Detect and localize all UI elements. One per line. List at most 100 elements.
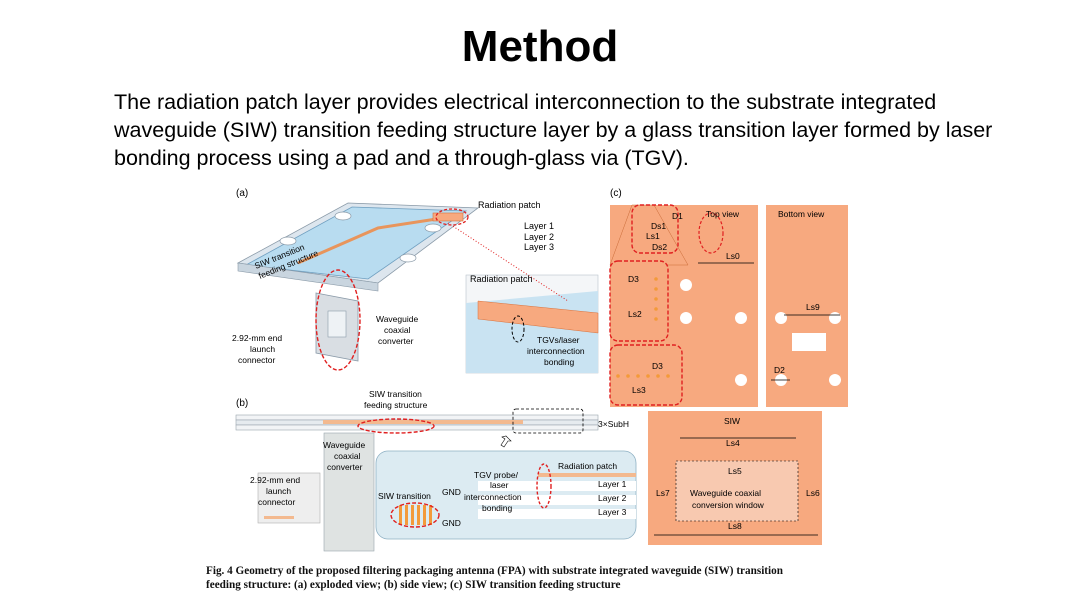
zoom-layer: [478, 509, 636, 519]
waveguide-highlight: [315, 269, 361, 371]
siw-feed-line: [297, 216, 444, 265]
caption-line2: feeding structure: (a) exploded view; (b…: [206, 579, 621, 591]
panel-c-siw-structure: (c) D1 Ds1 Ls1 Ds2 Top view Ls0 D3 Ls2 D…: [609, 188, 848, 545]
zoom-tgv-highlight: [390, 502, 440, 528]
d3-top-label: D3: [628, 274, 639, 284]
connector-label-line2: launch: [250, 344, 275, 354]
side-waveguide-column: [323, 432, 375, 552]
tgv-label-line3: bonding: [544, 357, 575, 367]
tgv-probe-label-line3: interconnection: [464, 492, 522, 502]
figure-caption: Fig. 4 Geometry of the proposed filterin…: [206, 564, 906, 592]
plate-edge: [237, 262, 379, 292]
connector-label-line1: 2.92-mm end: [232, 333, 282, 343]
ls9-label: Ls9: [806, 302, 820, 312]
bottom-view-board: [766, 205, 848, 407]
layer3-label: Layer 3: [524, 242, 554, 252]
zoom-layer: [478, 481, 636, 491]
panel-a-tag: (a): [236, 188, 248, 199]
gnd-top-label: GND: [442, 487, 461, 497]
slide-description: The radiation patch layer provides elect…: [114, 90, 993, 170]
window-label-line2: conversion window: [692, 500, 765, 510]
via-dot: [654, 317, 658, 321]
ls1-label: Ls1: [646, 231, 660, 241]
tgv-highlight: [511, 315, 525, 343]
tgv-via: [423, 505, 426, 525]
connector-label-line3: connector: [238, 355, 275, 365]
ls3-label: Ls3: [632, 385, 646, 395]
via-dot: [654, 287, 658, 291]
mount-hole: [334, 211, 352, 221]
top-view-label: Top view: [706, 209, 740, 219]
ls3-detail-highlight: [609, 344, 683, 406]
tgv-via: [411, 505, 414, 525]
ls4-label: Ls4: [726, 438, 740, 448]
zoom-layer1-label: Layer 1: [598, 479, 627, 489]
panel-a-exploded-view: (a) Radiation patch Layer 1 Layer 2 Laye…: [232, 188, 599, 374]
tgv-via: [429, 505, 432, 525]
ds1-label: Ds1: [651, 221, 666, 231]
side-siw-highlight: [357, 418, 435, 434]
waveguide-label-line3: converter: [378, 336, 414, 346]
tgv-label-line1: TGVs/laser: [537, 335, 580, 345]
window-label-line1: Waveguide coaxial: [690, 488, 761, 498]
tgv-probe-label-line4: bonding: [482, 503, 513, 513]
radiation-patch-label: Radiation patch: [478, 200, 541, 210]
patch-highlight: [435, 208, 469, 226]
mount-hole: [399, 253, 417, 263]
bottom-view-hole: [829, 312, 841, 324]
side-connector: [257, 472, 321, 524]
via-dot: [656, 374, 660, 378]
bottom-view-label: Bottom view: [778, 209, 825, 219]
subh-label: 3×SubH: [598, 419, 629, 429]
ds2-label: Ds2: [652, 242, 667, 252]
panel-b-tag: (b): [236, 398, 248, 409]
ls8-label: Ls8: [728, 521, 742, 531]
waveguide-port: [327, 310, 347, 338]
d3-bottom-label: D3: [652, 361, 663, 371]
mount-hole: [279, 236, 297, 246]
slide-title: Method: [461, 22, 619, 71]
taper-highlight: [698, 212, 724, 254]
side-detail-box: [512, 408, 584, 434]
tgv-probe-label-line2: laser: [490, 480, 509, 490]
connector-b-label-line3: connector: [258, 497, 295, 507]
geometry-figure: (a) Radiation patch Layer 1 Layer 2 Laye…: [232, 188, 848, 552]
top-view-hole: [735, 312, 747, 324]
tgv-via-group: [399, 505, 432, 525]
via-dot: [666, 374, 670, 378]
bottom-window: [792, 333, 826, 351]
bottom-view-hole: [829, 374, 841, 386]
d3-detail-highlight: [609, 260, 669, 342]
gnd-bottom-label: GND: [442, 518, 461, 528]
via-dot-row: [616, 277, 670, 378]
zoom-arrow-icon: [500, 435, 512, 448]
d1-label: D1: [672, 211, 683, 221]
via-dot: [616, 374, 620, 378]
zoom-probe-highlight: [536, 463, 552, 509]
mount-hole: [424, 223, 442, 233]
siw-b-label-line2: feeding structure: [364, 400, 428, 410]
tgv-via: [417, 505, 420, 525]
top-view-hole: [735, 374, 747, 386]
radiation-patch-shape: [432, 212, 464, 222]
tgv-via: [405, 505, 408, 525]
tgv-probe-label-line1: TGV probe/: [474, 470, 519, 480]
zoom-radiation-label: Radiation patch: [558, 461, 617, 471]
ls6-label: Ls6: [806, 488, 820, 498]
d2-label: D2: [774, 365, 785, 375]
waveguide-b-label-line3: converter: [327, 462, 363, 472]
side-layer: [235, 424, 599, 431]
via-dot: [646, 374, 650, 378]
side-layer: [235, 414, 599, 421]
zoom-layer3-label: Layer 3: [598, 507, 627, 517]
panel-b-side-view: (b) SIW transition feeding structure 3×S…: [235, 389, 637, 552]
via-dot: [654, 277, 658, 281]
tgv-label-line2: interconnection: [527, 346, 585, 356]
top-detail-highlight: [631, 204, 679, 254]
via-dot: [654, 307, 658, 311]
panel-c-tag: (c): [610, 188, 622, 199]
waveguide-b-label-line1: Waveguide: [323, 440, 365, 450]
caption-line1: Fig. 4 Geometry of the proposed filterin…: [206, 565, 783, 577]
ls5-label: Ls5: [728, 466, 742, 476]
ls7-label: Ls7: [656, 488, 670, 498]
